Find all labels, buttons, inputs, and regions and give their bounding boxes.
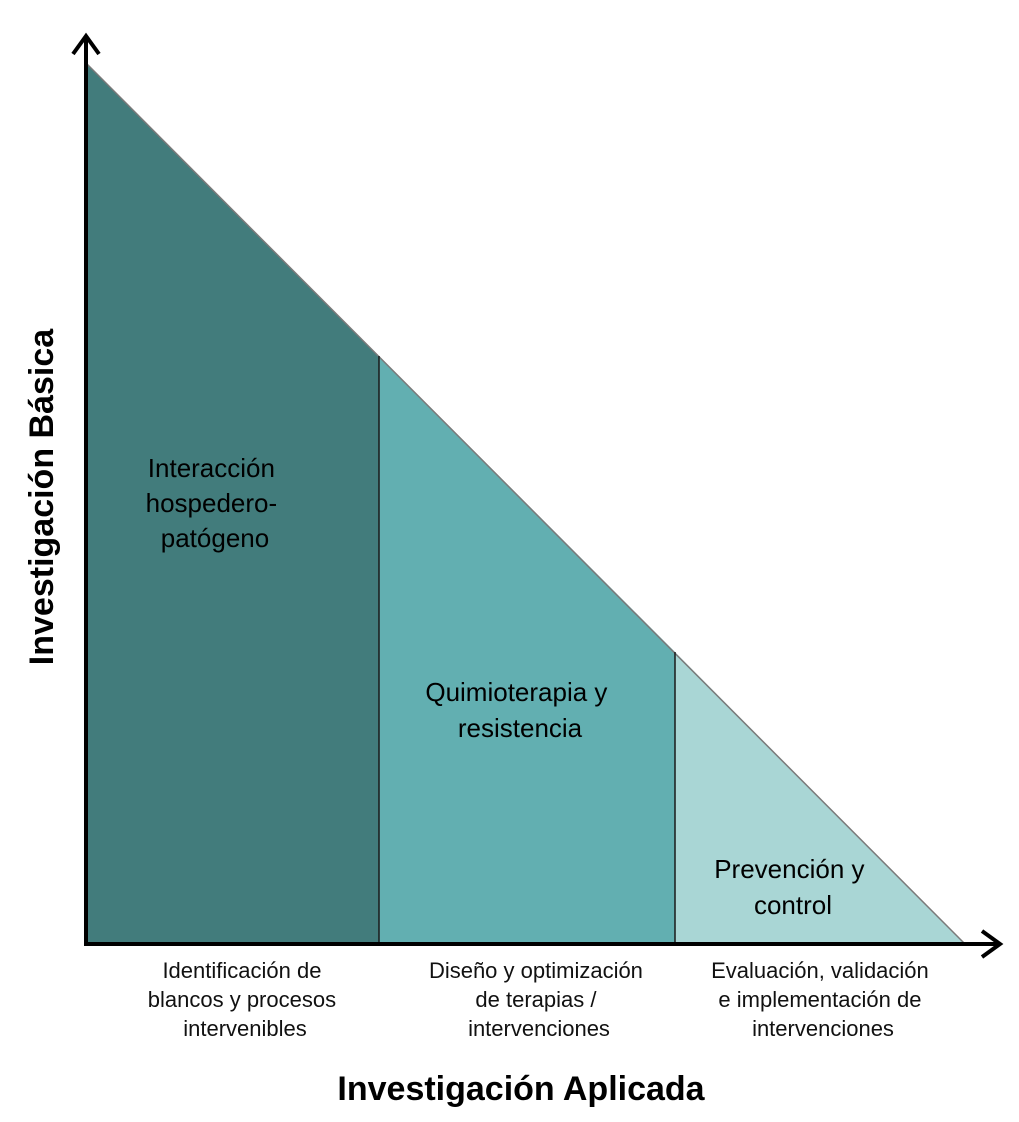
region-label-prevention: Prevención y control xyxy=(714,854,872,920)
region-label-chemotherapy: Quimioterapia y resistencia xyxy=(425,677,614,743)
stage-label-identification: Identificación de blancos y procesos int… xyxy=(148,958,342,1041)
x-axis-title: Investigación Aplicada xyxy=(337,1070,705,1108)
x-axis-arrow-icon xyxy=(980,929,1004,959)
region-chemotherapy xyxy=(379,356,675,944)
region-label-host-pathogen: Interacción hospedero- patógeno xyxy=(146,453,285,553)
stage-label-design: Diseño y optimización de terapias / inte… xyxy=(429,958,649,1041)
y-axis-arrow-icon xyxy=(71,32,101,56)
y-axis-title: Investigación Básica xyxy=(23,328,61,665)
stage-label-evaluation: Evaluación, validación e implementación … xyxy=(711,958,935,1041)
hypotenuse-line xyxy=(85,62,966,945)
